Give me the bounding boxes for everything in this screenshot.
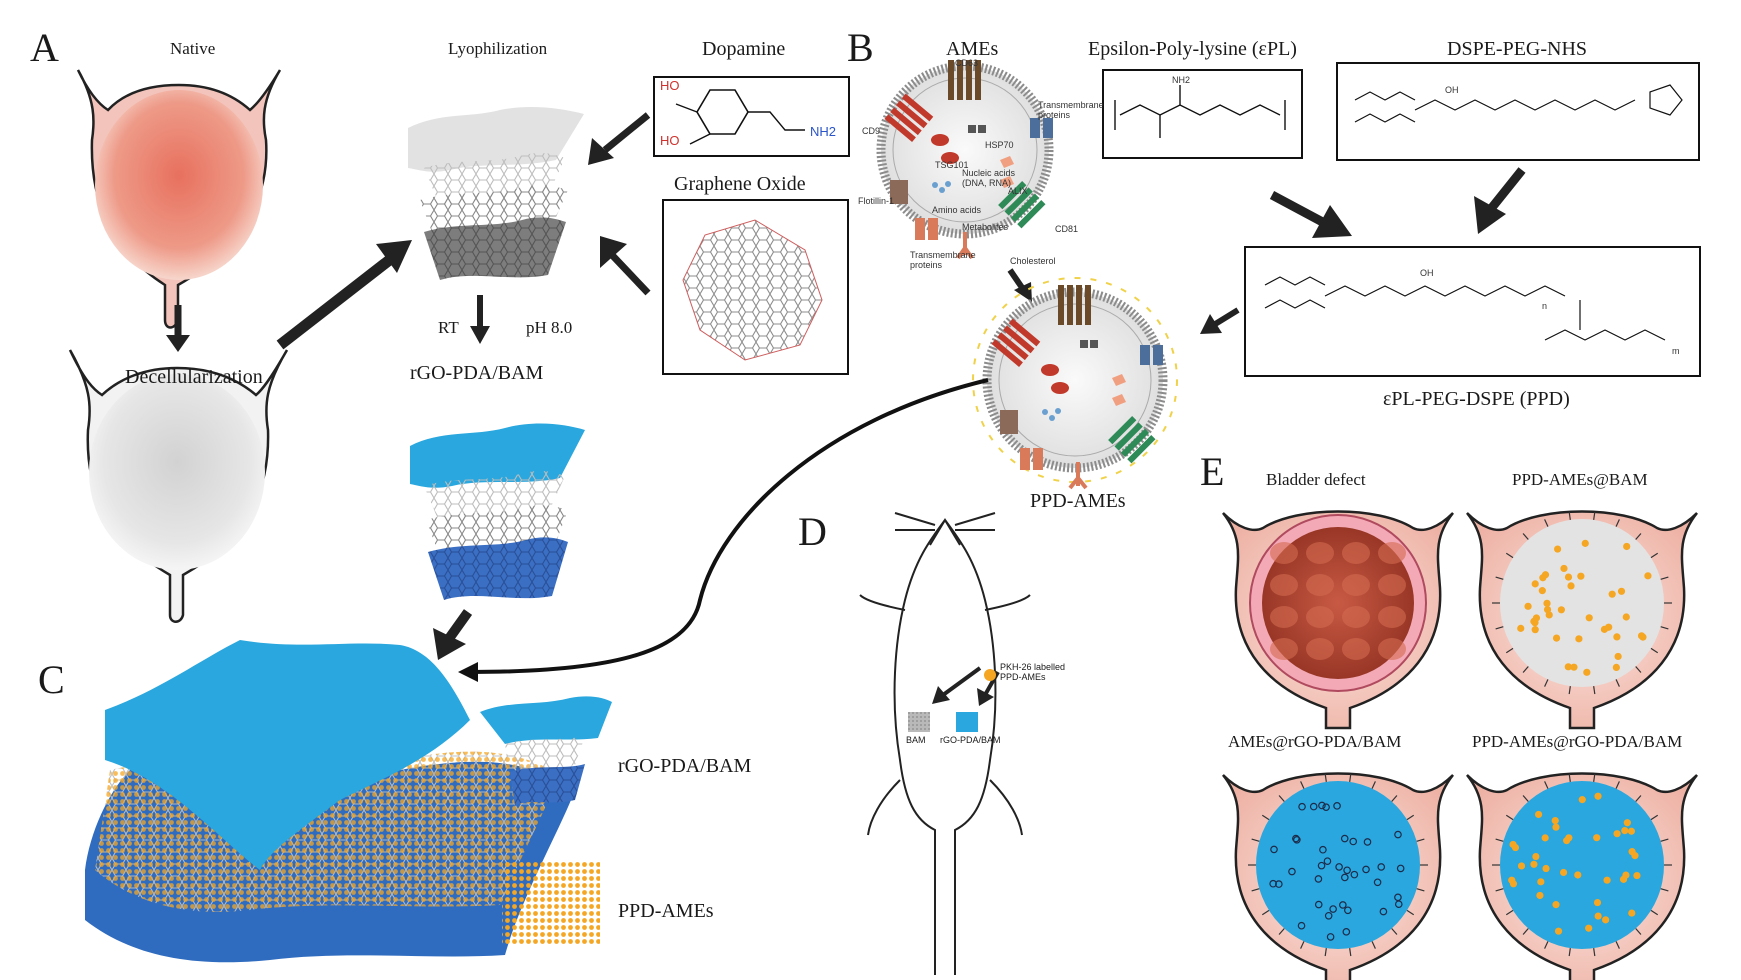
label-dopamine: Dopamine: [702, 38, 786, 60]
arrow-ppd-ames-to-c: [469, 378, 989, 674]
panel-label-e: E: [1200, 449, 1225, 494]
chem-nh2: NH2: [1172, 75, 1191, 85]
label-alix: ALIX: [1008, 186, 1028, 196]
panel-e-bladders: [1222, 510, 1698, 980]
panel-label-d: D: [798, 509, 827, 554]
label-ames: AMEs: [946, 38, 999, 60]
decellularized-bladder: [68, 349, 289, 623]
bladder-ppd-ames-bam: [1466, 510, 1698, 730]
dopamine-nh2: NH2: [810, 124, 837, 139]
legend-ames-icon: [502, 862, 600, 944]
rgo-pda-bam-stack: [410, 423, 585, 600]
legend-scaffold-label: rGO-PDA/BAM: [618, 755, 752, 777]
label-transmembrane-1: Transmembrane proteins: [1038, 100, 1104, 120]
dopamine-structure: [653, 76, 850, 157]
label-pkh26: PKH-26 labelled PPD-AMEs: [1000, 662, 1066, 682]
label-bladder-defect: Bladder defect: [1266, 470, 1366, 489]
label-ppd-ames-bam: PPD-AMEs@BAM: [1512, 470, 1648, 489]
label-cd63: CD63: [955, 58, 979, 68]
label-ph: pH 8.0: [526, 318, 573, 337]
arrow-decell-lyoph: [276, 253, 396, 350]
legend-scaffold-icon: [480, 696, 612, 806]
chem-m: m: [1672, 346, 1680, 356]
label-cd81: CD81: [1055, 224, 1079, 234]
pkh-dot: [984, 669, 996, 681]
arrow-dopamine: [602, 112, 651, 153]
label-bam-patch: BAM: [906, 735, 926, 745]
bladder-ppd-ames-rgo: [1466, 772, 1698, 980]
epl-structure: [1102, 69, 1303, 159]
label-rt: RT: [438, 318, 459, 337]
ppd-ames-vesicle: [972, 277, 1178, 490]
arrow-graphene: [609, 252, 651, 296]
legend-ames-label: PPD-AMEs: [618, 900, 714, 922]
label-native: Native: [170, 39, 216, 58]
label-cd9: CD9: [862, 126, 881, 136]
combined-scaffold: [85, 640, 575, 963]
label-ppd: εPL-PEG-DSPE (PPD): [1383, 388, 1570, 410]
dopamine-ho-2: HO: [660, 133, 680, 148]
label-ames-rgo: AMEs@rGO-PDA/BAM: [1228, 732, 1402, 751]
graphene-oxide-structure: [662, 199, 849, 375]
lyophilized-stack: [408, 107, 584, 280]
bladder-ames-rgo: [1222, 772, 1454, 980]
panel-label-b: B: [847, 25, 874, 70]
label-ppd-ames-rgo: PPD-AMEs@rGO-PDA/BAM: [1472, 732, 1683, 751]
panel-label-c: C: [38, 657, 65, 702]
panel-label-a: A: [30, 25, 59, 70]
dspe-peg-nhs-structure: [1336, 62, 1700, 161]
label-dspe-peg-nhs: DSPE-PEG-NHS: [1447, 38, 1588, 60]
ppd-structure: [1244, 246, 1701, 377]
label-flotillin: Flotillin-1: [858, 196, 895, 206]
native-bladder: [76, 69, 282, 329]
bam-patch: [908, 712, 930, 732]
arrow-to-bam: [941, 666, 982, 697]
label-rgo-pda-bam: rGO-PDA/BAM: [410, 362, 544, 384]
ames-vesicle: [876, 60, 1054, 260]
label-hsp70: HSP70: [985, 140, 1014, 150]
chem-n: n: [1542, 301, 1548, 311]
chem-oh-1: OH: [1445, 85, 1459, 95]
label-cholesterol: Cholesterol: [1010, 256, 1056, 266]
arrow-to-panel-c: [443, 609, 473, 643]
rgo-patch: [956, 712, 978, 732]
label-rgo-patch: rGO-PDA/BAM: [940, 735, 1001, 745]
dopamine-ho-1: HO: [660, 78, 680, 93]
label-nucleic: Nucleic acids (DNA, RNA): [962, 168, 1016, 188]
label-lyophilization: Lyophilization: [448, 39, 548, 58]
arrow-dspe-ppd: [1486, 167, 1526, 213]
label-ppd-ames: PPD-AMEs: [1030, 490, 1126, 512]
label-epl: Epsilon-Poly-lysine (εPL): [1088, 38, 1297, 60]
label-tsg101: TSG101: [935, 160, 969, 170]
label-graphene-oxide: Graphene Oxide: [674, 173, 806, 195]
label-metabolites: Metabolites: [962, 222, 1009, 232]
arrow-ppd-coat: [1210, 307, 1240, 329]
label-amino: Amino acids: [932, 205, 982, 215]
chem-oh-2: OH: [1420, 268, 1434, 278]
bladder-defect: [1222, 510, 1454, 730]
arrow-epl-ppd: [1269, 191, 1333, 230]
label-transmembrane-2: Transmembrane proteins: [910, 250, 976, 270]
label-decellularization: Decellularization: [125, 366, 263, 388]
